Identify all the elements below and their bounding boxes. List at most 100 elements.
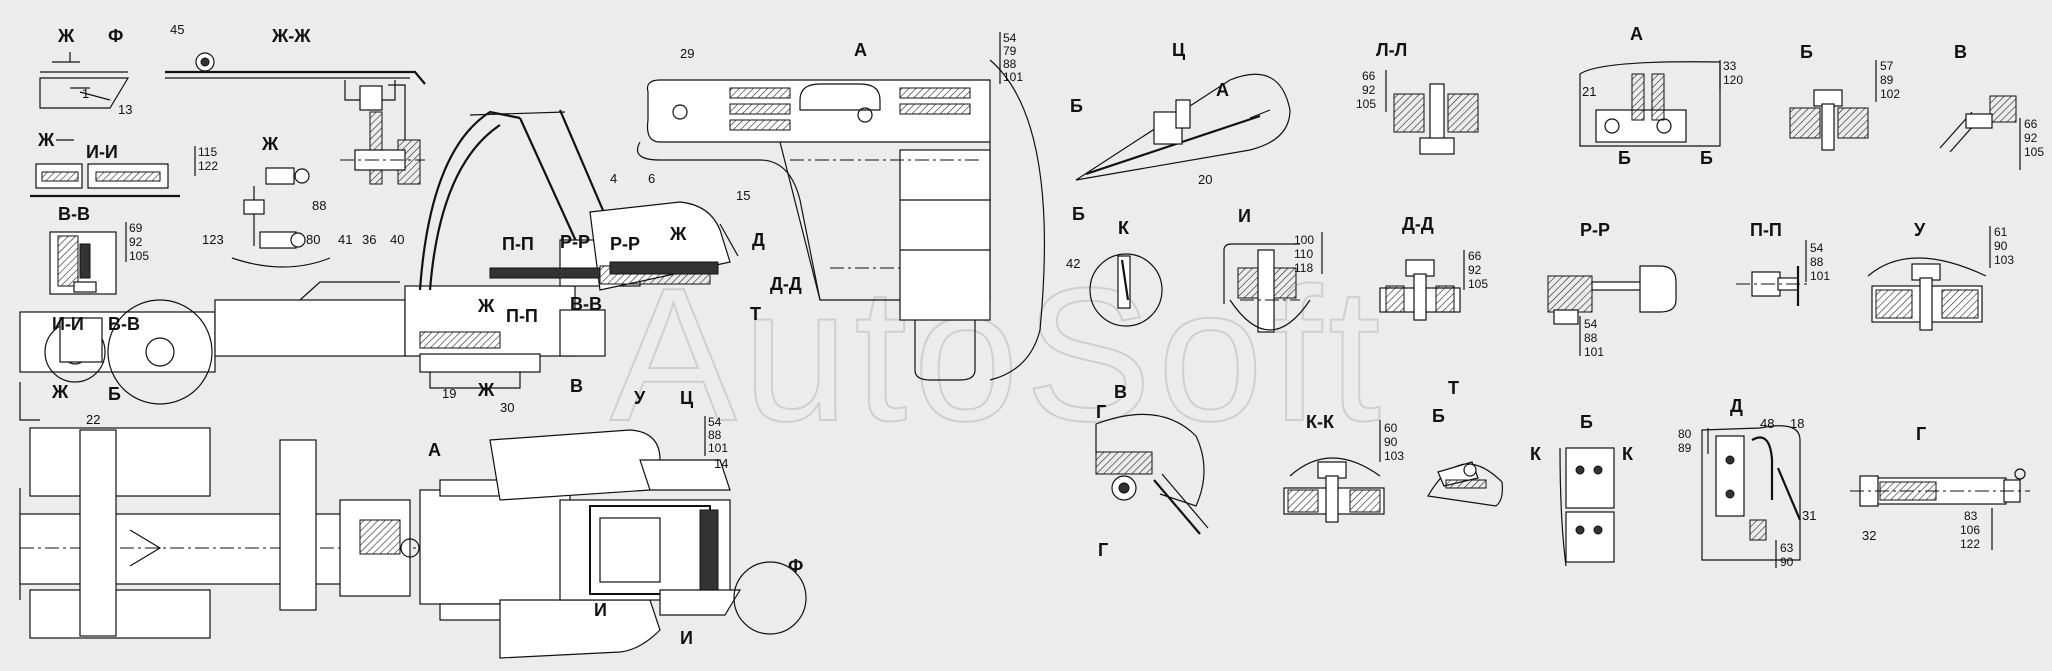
view-v1-v1 xyxy=(1939,95,2017,153)
section-d-d: Д-Д xyxy=(1402,214,1434,234)
svg-text:105: 105 xyxy=(1356,97,1376,111)
view-k1 xyxy=(1089,253,1163,327)
label-m-2: Ж xyxy=(477,380,495,400)
svg-text:92: 92 xyxy=(2024,131,2038,145)
callout-20: 20 xyxy=(1198,172,1212,187)
svg-text:88: 88 xyxy=(708,428,722,442)
view-b xyxy=(1559,447,1615,567)
svg-text:101: 101 xyxy=(708,441,728,455)
stack-83-106-122: 83 106 122 xyxy=(1960,508,1993,551)
svg-text:105: 105 xyxy=(129,249,149,263)
svg-text:83: 83 xyxy=(1964,509,1978,523)
callout-41: 41 xyxy=(338,232,352,247)
label-a-bottom: А xyxy=(428,440,441,460)
stack-54-88-101-pp: 54 88 101 xyxy=(1805,240,1830,283)
label-b1: Б xyxy=(1618,148,1631,168)
label-g1-2: Г xyxy=(1098,540,1108,560)
svg-text:66: 66 xyxy=(2024,117,2038,131)
section-zh-zh: Ж-Ж xyxy=(271,26,311,46)
callout-21: 21 xyxy=(1582,84,1596,99)
section-b: Б xyxy=(1580,412,1593,432)
svg-text:90: 90 xyxy=(1384,435,1398,449)
svg-text:88: 88 xyxy=(1810,255,1824,269)
svg-text:80: 80 xyxy=(1678,427,1692,441)
callout-4: 4 xyxy=(610,171,617,186)
section-k-k: К-К xyxy=(1306,412,1335,432)
label-t: Т xyxy=(750,304,761,324)
view-l-l xyxy=(1393,83,1479,155)
label-p-2: П-П xyxy=(506,306,538,326)
svg-text:66: 66 xyxy=(1362,69,1376,83)
callout-45: 45 xyxy=(170,22,184,37)
svg-text:105: 105 xyxy=(1468,277,1488,291)
label-i1: И xyxy=(594,600,607,620)
svg-text:61: 61 xyxy=(1994,225,2008,239)
stack-54-79-88-101: 54 79 88 101 xyxy=(999,31,1023,84)
section-k1: К xyxy=(1118,218,1130,238)
svg-text:60: 60 xyxy=(1384,421,1398,435)
callout-19: 19 xyxy=(442,386,456,401)
section-b1-b1: Б xyxy=(1800,42,1813,62)
view-r-r xyxy=(1547,265,1677,325)
section-v1-v1: В xyxy=(1954,42,1967,62)
svg-text:115: 115 xyxy=(198,145,217,159)
svg-text:118: 118 xyxy=(1294,261,1313,275)
label-i-side: И-И xyxy=(52,314,84,334)
callout-123: 123 xyxy=(202,232,224,247)
callout-6: 6 xyxy=(648,171,655,186)
label-f-bottom: Ф xyxy=(788,556,803,576)
label-i1-2: И xyxy=(680,628,693,648)
view-a-hood xyxy=(636,59,1046,381)
section-p-p: П-П xyxy=(1750,220,1782,240)
label-b1-2: Б xyxy=(1700,148,1713,168)
label-t-view: Т xyxy=(1448,378,1459,398)
view-a-title: А xyxy=(854,40,867,60)
label-zh-arrow-2: Ж xyxy=(37,130,55,150)
svg-text:69: 69 xyxy=(129,221,143,235)
svg-text:90: 90 xyxy=(1780,555,1794,569)
view-zh-detail xyxy=(231,167,331,268)
callout-80: 80 xyxy=(306,232,320,247)
label-v1: В xyxy=(570,376,583,396)
stack-66-92-105-ll: 66 92 105 xyxy=(1356,69,1387,112)
view-u xyxy=(1867,257,1987,331)
svg-text:100: 100 xyxy=(1294,233,1314,247)
svg-text:106: 106 xyxy=(1960,523,1980,537)
stack-66-92-105-dd: 66 92 105 xyxy=(1463,249,1488,291)
svg-text:88: 88 xyxy=(1584,331,1598,345)
callout-14: 14 xyxy=(714,456,728,471)
svg-text:105: 105 xyxy=(2024,145,2044,159)
label-u: У xyxy=(634,388,646,408)
label-d-left: Д-Д xyxy=(770,274,802,294)
callout-48: 48 xyxy=(1760,416,1774,431)
label-v-side-2: Б xyxy=(108,384,121,404)
view-i1-i1 xyxy=(1223,243,1311,333)
section-i1-i1: И xyxy=(1238,206,1251,226)
section-l-l: Л-Л xyxy=(1376,40,1407,60)
section-g1-g1: Г xyxy=(1916,424,1926,444)
stack-80-89: 80 89 xyxy=(1678,427,1709,455)
svg-text:101: 101 xyxy=(1584,345,1604,359)
svg-text:92: 92 xyxy=(1362,83,1376,97)
section-u: У xyxy=(1914,220,1926,240)
view-d-d xyxy=(1379,259,1461,321)
view-p-p xyxy=(1736,266,1810,306)
view-i-i xyxy=(30,163,180,198)
svg-text:89: 89 xyxy=(1678,441,1692,455)
svg-text:101: 101 xyxy=(1810,269,1830,283)
section-i-i: И-И xyxy=(86,142,118,162)
svg-text:92: 92 xyxy=(129,235,143,249)
svg-text:54: 54 xyxy=(708,415,722,429)
section-ts: Ц xyxy=(1172,40,1186,60)
stack-100-110-118: 100 110 118 xyxy=(1294,232,1323,275)
svg-text:66: 66 xyxy=(1468,249,1482,263)
stack-60-90-103: 60 90 103 xyxy=(1379,420,1404,463)
label-k-b-2: К xyxy=(1622,444,1634,464)
callout-31: 31 xyxy=(1802,508,1816,523)
view-g1-g1 xyxy=(1850,468,2030,507)
svg-text:63: 63 xyxy=(1780,541,1794,555)
view-v-v xyxy=(49,231,117,295)
svg-text:110: 110 xyxy=(1294,247,1313,261)
callout-42: 42 xyxy=(1066,256,1080,271)
